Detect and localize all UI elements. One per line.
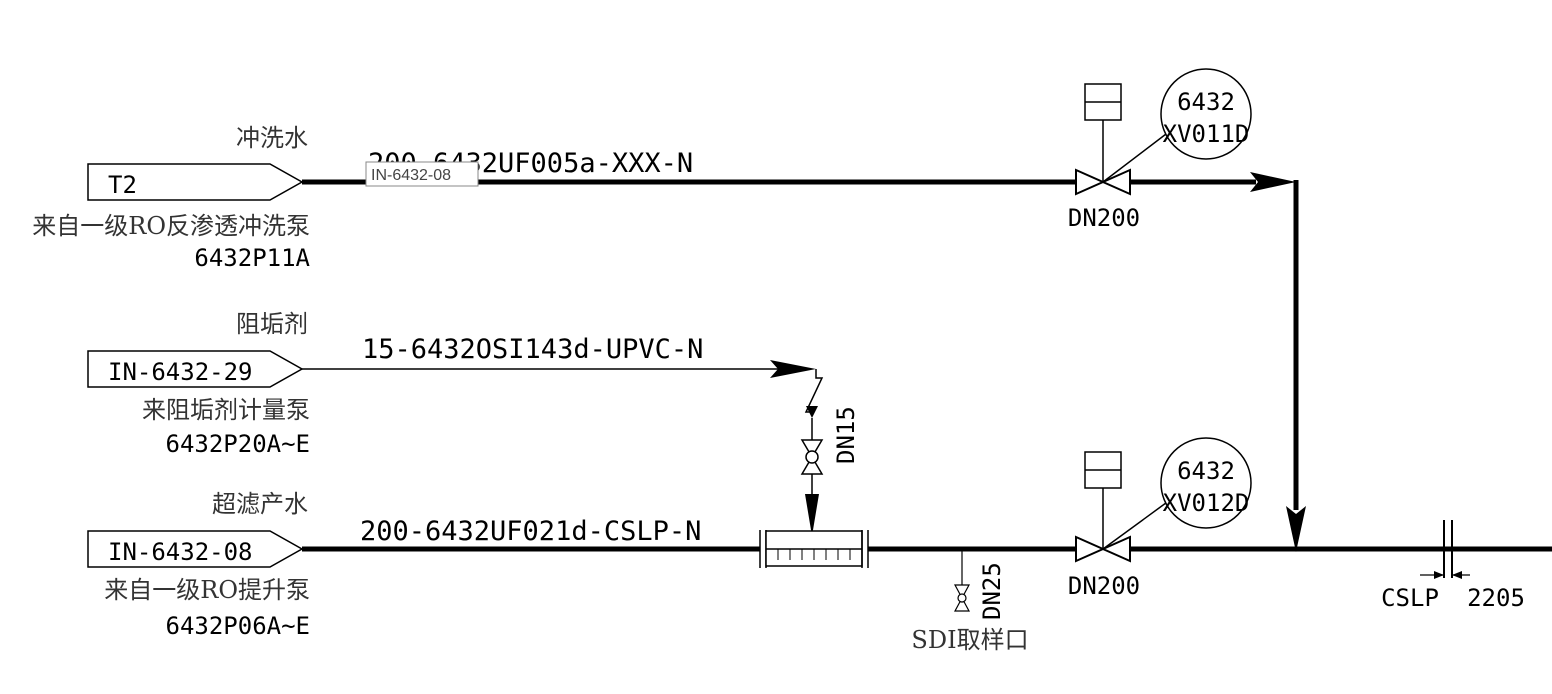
line1-instrument-number: 6432: [1177, 88, 1235, 116]
static-mixer[interactable]: [759, 530, 869, 568]
spec-break-right: 2205: [1467, 584, 1525, 612]
line3-instrument-tag: XV012D: [1163, 489, 1250, 517]
line3-instrument-number: 6432: [1177, 457, 1235, 485]
line2-offpage-connector[interactable]: [87, 350, 304, 388]
line2-injection-arrow: [805, 494, 819, 536]
line1-equipment: 6432P11A: [194, 244, 310, 272]
line1-instrument-bubble[interactable]: 6432 XV011D: [1160, 68, 1252, 160]
line3-instrument-bubble[interactable]: 6432 XV012D: [1160, 437, 1252, 529]
hover-tooltip: IN-6432-08: [365, 161, 479, 187]
line2-connector-tag: IN-6432-29: [108, 358, 253, 386]
spec-break-left: CSLP: [1381, 584, 1439, 612]
line2-check-connection: [804, 369, 824, 413]
line3-title: 超滤产水: [212, 490, 308, 518]
line2-valve-size: DN15: [832, 406, 860, 464]
line1-connector-tag: T2: [108, 171, 137, 199]
line3-offpage-connector[interactable]: [87, 530, 304, 568]
sample-valve[interactable]: [953, 584, 971, 612]
line2-small-arrow: [806, 406, 818, 418]
line3-source: 来自一级RO提升泵: [104, 576, 310, 604]
tooltip-text: IN-6432-08: [371, 167, 451, 184]
line3-equipment: 6432P06A~E: [166, 612, 311, 640]
line1-flow-arrow: [1250, 172, 1296, 192]
line2-title: 阻垢剂: [236, 310, 308, 338]
line1-control-valve[interactable]: [1075, 83, 1171, 196]
line1-valve-size: DN200: [1068, 204, 1140, 232]
line1-title: 冲洗水: [236, 124, 308, 152]
line3-control-valve[interactable]: [1075, 451, 1171, 563]
line3-line-number: 200-6432UF021d-CSLP-N: [360, 516, 701, 547]
line2-manual-valve[interactable]: [800, 439, 824, 475]
line3-connector-tag: IN-6432-08: [108, 538, 253, 566]
sample-valve-size: DN25: [978, 562, 1006, 620]
line3-valve-size: DN200: [1068, 572, 1140, 600]
line1-source: 来自一级RO反渗透冲洗泵: [32, 212, 310, 240]
line1-instrument-tag: XV011D: [1163, 120, 1250, 148]
line2-source: 来阻垢剂计量泵: [142, 396, 310, 424]
line1-offpage-connector[interactable]: [87, 163, 304, 201]
sample-point-label: SDI取样口: [911, 626, 1028, 654]
line2-equipment: 6432P20A~E: [166, 430, 311, 458]
line1-down-arrow: [1286, 506, 1306, 552]
line2-line-number: 15-6432OSI143d-UPVC-N: [362, 334, 703, 365]
spec-break: [1420, 520, 1470, 579]
line2-flow-arrow: [770, 360, 816, 378]
